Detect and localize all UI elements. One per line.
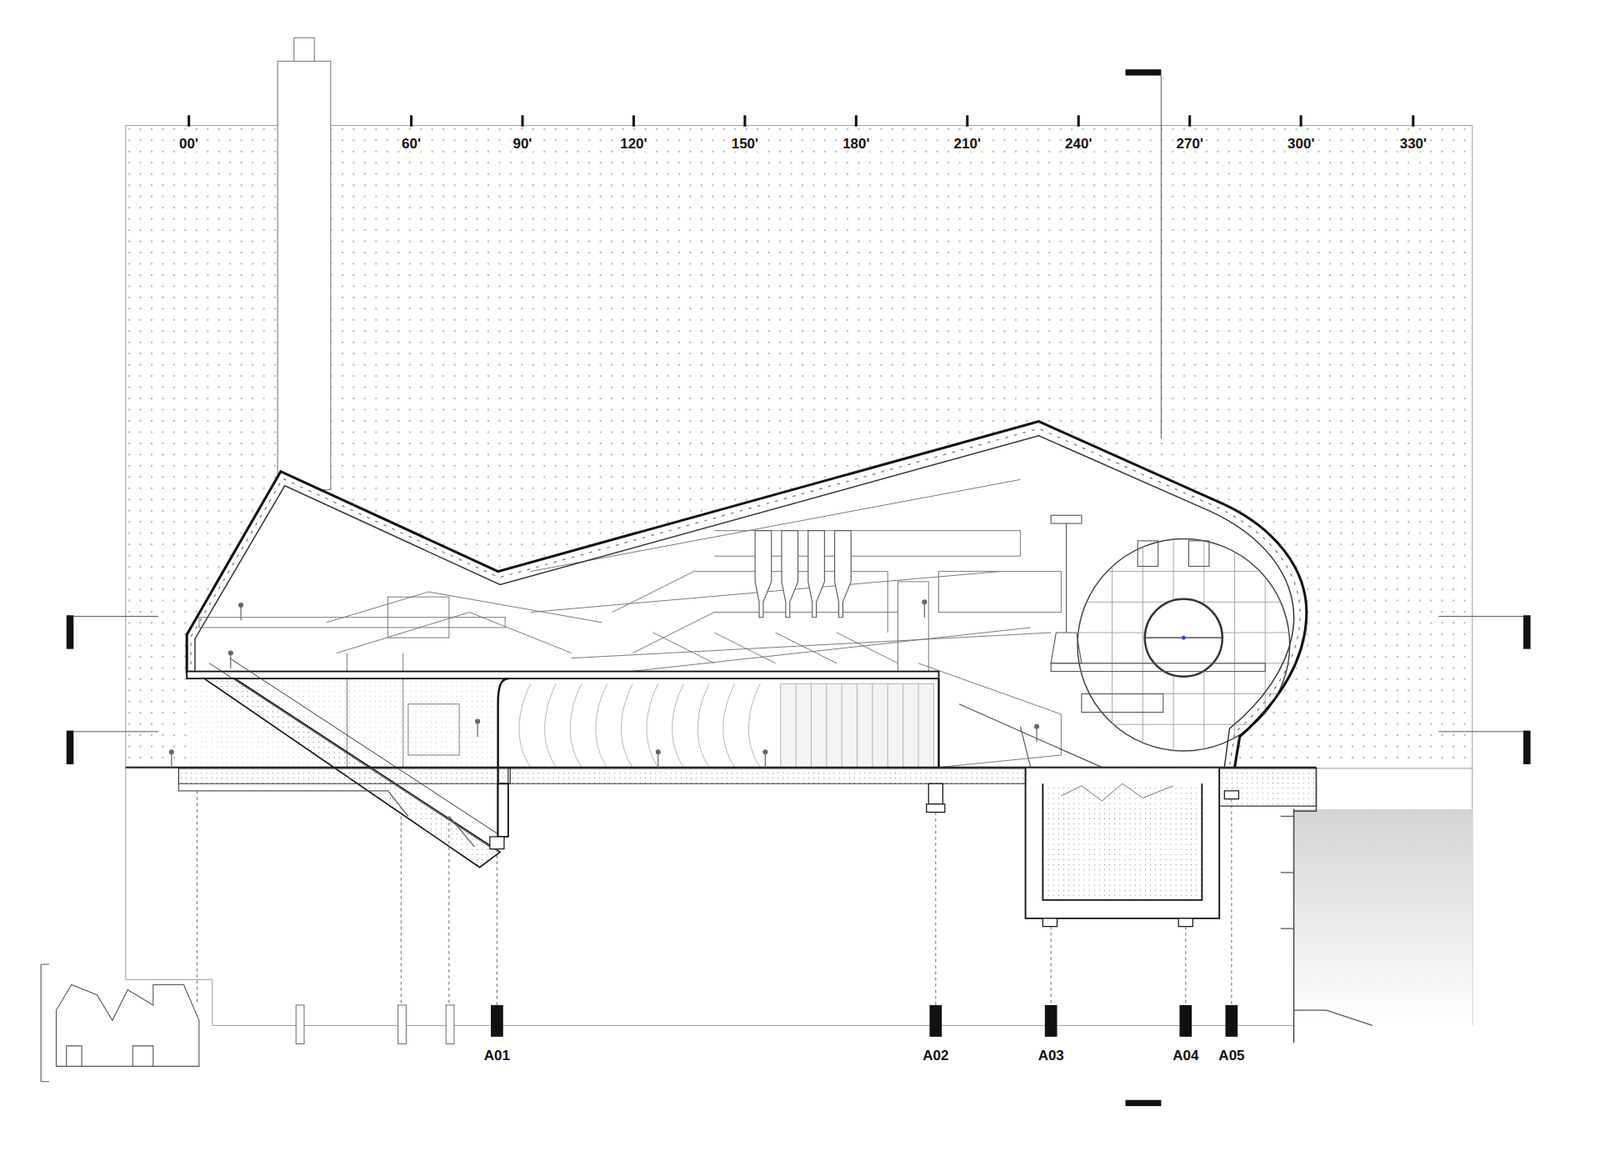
- grid-line-label: A03: [1035, 1048, 1067, 1065]
- scale-mark: 120': [617, 135, 650, 152]
- scale-mark: 270': [1174, 135, 1206, 152]
- scale-mark: 150': [729, 135, 761, 152]
- grid-line-label: A04: [1170, 1048, 1201, 1065]
- scale-mark: 240': [1062, 135, 1095, 152]
- scale-mark: 180': [840, 135, 872, 152]
- scale-mark: 210': [951, 135, 984, 152]
- grid-line-label: A02: [920, 1048, 951, 1065]
- scale-mark: 90': [510, 135, 535, 152]
- scale-mark: 300': [1285, 135, 1317, 152]
- scale-mark: 00': [176, 135, 201, 152]
- scale-mark: 60': [399, 135, 424, 152]
- scale-mark: 330': [1397, 135, 1430, 152]
- grid-line-label: A01: [481, 1048, 513, 1065]
- grid-line-label: A05: [1215, 1048, 1247, 1065]
